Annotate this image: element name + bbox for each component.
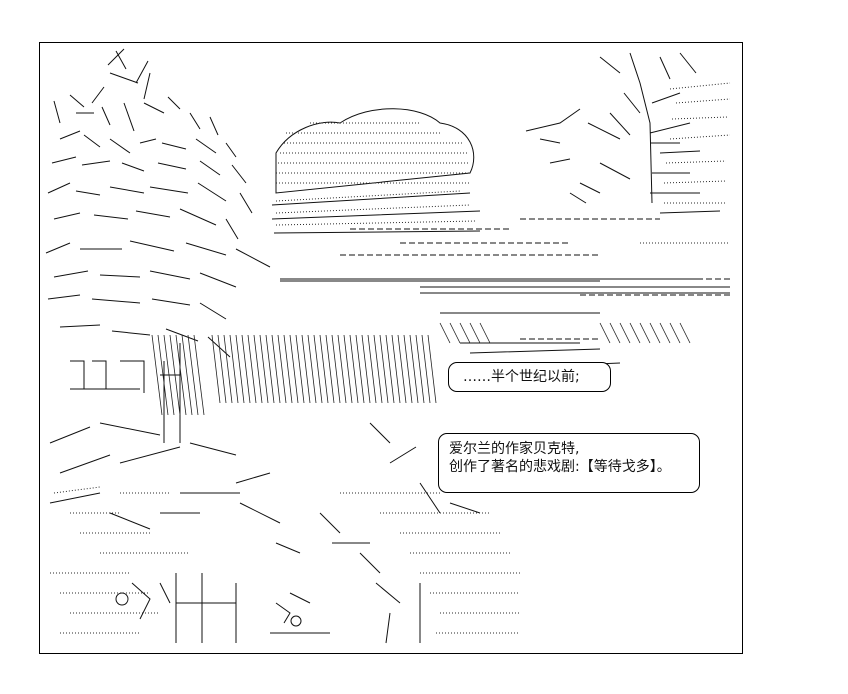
hatched-pillars: [151, 334, 437, 416]
right-tree-illustration: [525, 52, 731, 244]
ascii-art-scene: [45, 48, 731, 644]
narration-text-second-line2: 创作了著名的悲戏剧:【等待戈多】。: [449, 459, 671, 475]
speech-bubble-second: 爱尔兰的作家贝克特, 创作了著名的悲戏剧:【等待戈多】。: [438, 433, 700, 493]
lower-left-objects: [49, 422, 330, 643]
narration-text-second-line1: 爱尔兰的作家贝克特,: [449, 441, 580, 457]
dotted-canopy: [271, 108, 481, 234]
right-slopes: [420, 286, 730, 384]
speech-bubble-first: ……半个世纪以前;: [448, 362, 611, 392]
manga-panel: ……半个世纪以前; 爱尔兰的作家贝克特, 创作了著名的悲戏剧:【等待戈多】。: [39, 42, 743, 654]
ground-lines: [280, 218, 730, 340]
narration-text-first: ……半个世纪以前;: [463, 369, 580, 385]
lower-ground: [239, 422, 520, 644]
left-tree-illustration: [45, 48, 271, 443]
